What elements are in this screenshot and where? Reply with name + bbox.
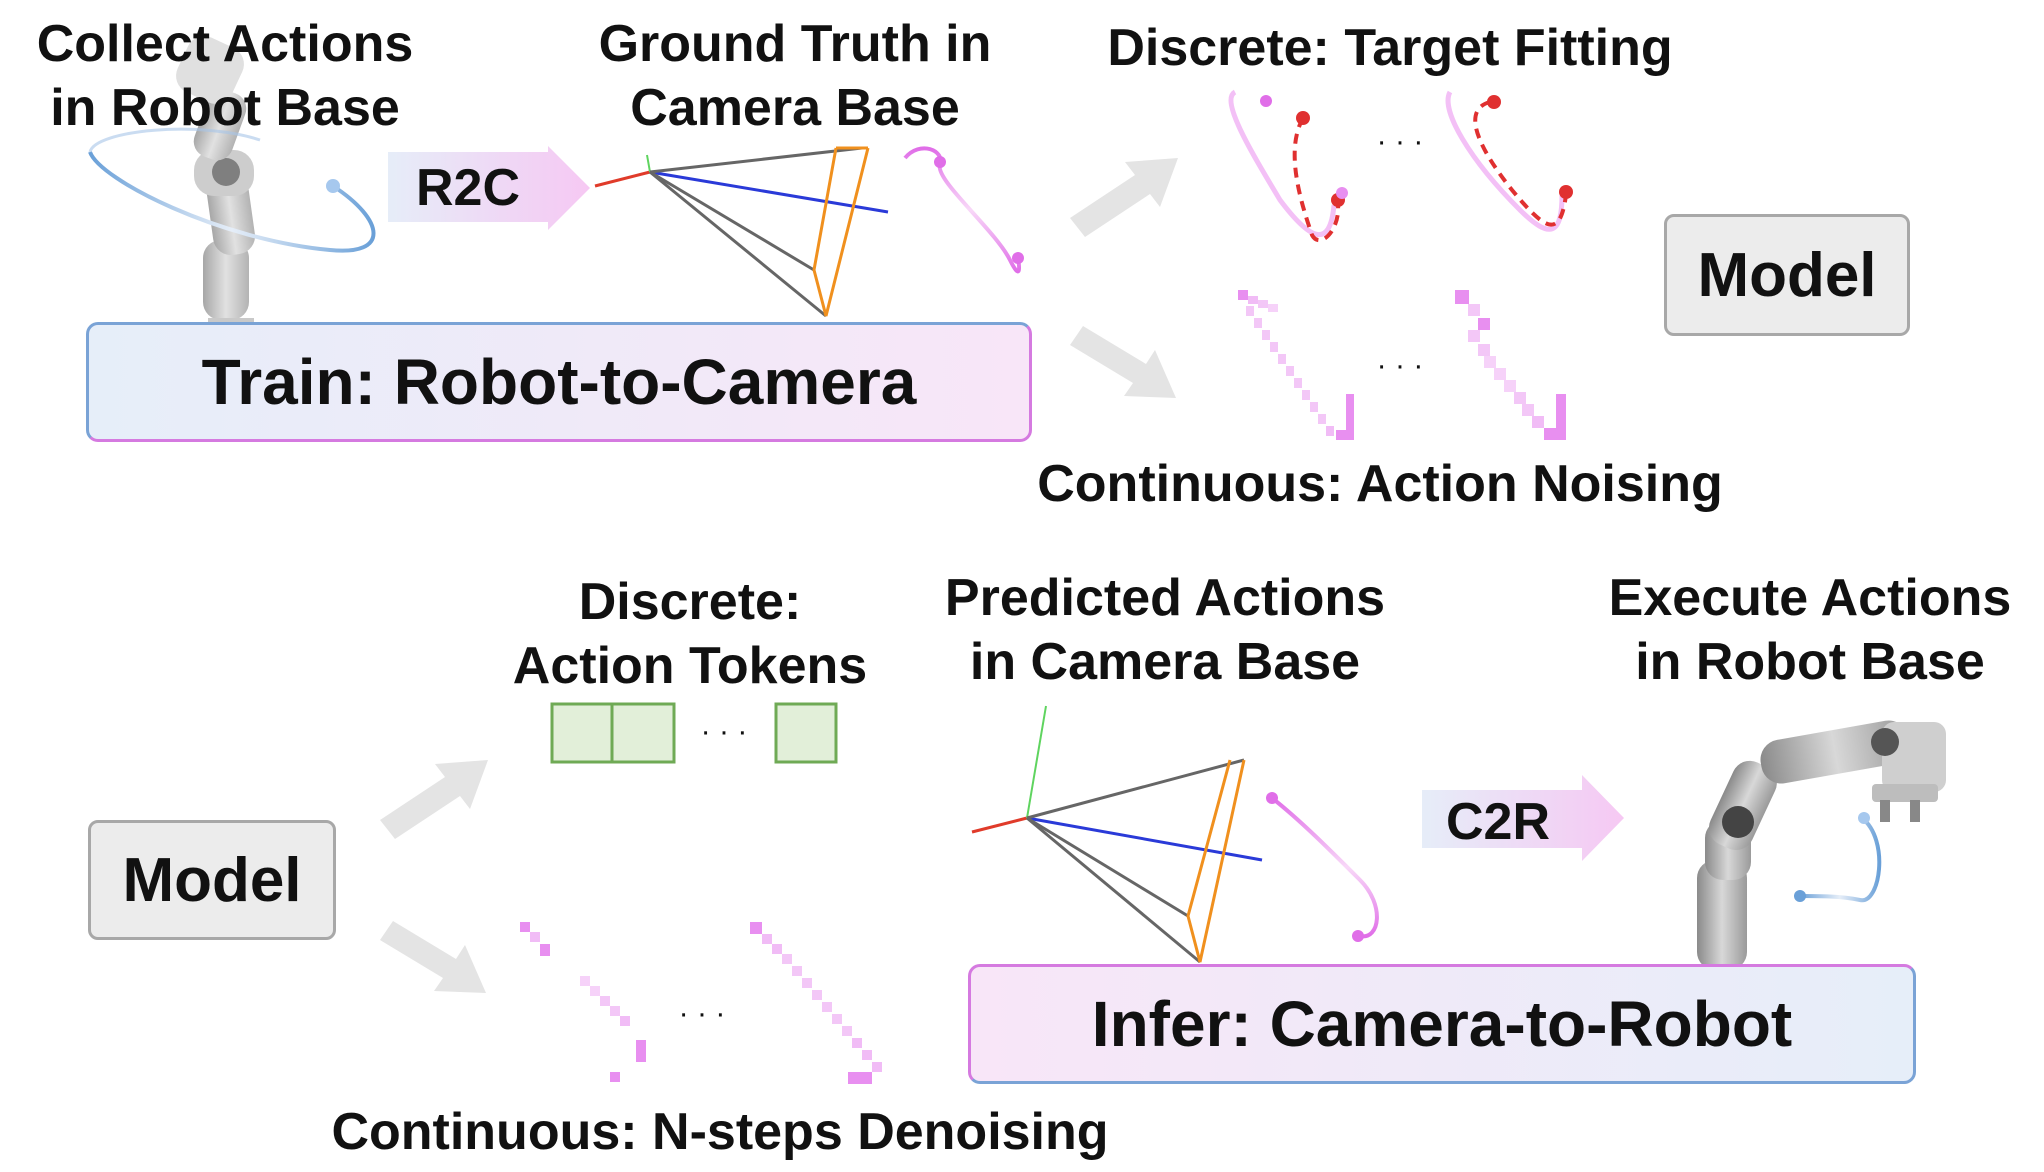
execute-actions-line1: Execute Actions — [1608, 569, 2012, 627]
predicted-actions-label: Predicted Actions in Camera Base — [920, 566, 1410, 694]
action-token-1 — [550, 702, 614, 764]
model-box-bottom: Model — [88, 820, 336, 940]
train-banner: Train: Robot-to-Camera — [86, 322, 1032, 442]
fan-arrows-top — [1070, 158, 1178, 398]
collect-actions-line2: in Robot Base — [50, 79, 400, 137]
camera-frame-bottom — [971, 705, 1263, 964]
target-fitting-trajectory-2 — [1445, 90, 1573, 232]
collect-actions-line1: Collect Actions — [36, 15, 414, 73]
discrete-tokens-line1: Discrete: — [578, 573, 802, 631]
discrete-tokens-label: Discrete: Action Tokens — [490, 570, 890, 698]
continuous-noising-label: Continuous: Action Noising — [1037, 455, 1723, 513]
noised-trajectory-1 — [1238, 290, 1354, 440]
ellipsis-denoise: · · · — [678, 997, 726, 1030]
model-box-top: Model — [1664, 214, 1910, 336]
execute-actions-line2: in Robot Base — [1635, 633, 1985, 691]
robot-base-trajectory-bottom — [1794, 812, 1882, 903]
predicted-actions-line1: Predicted Actions — [944, 569, 1386, 627]
discrete-target-label: Discrete: Target Fitting — [1107, 19, 1673, 77]
ground-truth-label: Ground Truth in Camera Base — [575, 12, 1015, 140]
action-token-n — [774, 702, 838, 764]
denoising-trajectory-1 — [520, 922, 646, 1082]
robot-arm-icon-bottom — [1697, 720, 1946, 970]
noised-trajectory-2 — [1455, 290, 1566, 440]
denoising-trajectory-2 — [750, 922, 882, 1084]
camera-frame-top — [594, 146, 889, 318]
ellipsis-tokens: · · · — [700, 715, 748, 748]
continuous-denoising-label: Continuous: N-steps Denoising — [331, 1103, 1109, 1161]
camera-base-trajectory-top — [903, 146, 1024, 274]
target-fitting-trajectory-1 — [1228, 89, 1348, 243]
c2r-arrow — [1422, 775, 1624, 861]
ellipsis-top-2: · · · — [1376, 349, 1424, 382]
action-tokens — [550, 702, 838, 764]
r2c-label: R2C — [416, 159, 521, 217]
robot-base-trajectory — [88, 127, 376, 253]
discrete-tokens-line2: Action Tokens — [512, 637, 868, 695]
ground-truth-line2: Camera Base — [630, 79, 960, 137]
ellipsis-top-1: · · · — [1376, 125, 1424, 158]
r2c-arrow — [388, 146, 590, 230]
c2r-label: C2R — [1446, 793, 1551, 851]
predicted-actions-line2: in Camera Base — [969, 633, 1361, 691]
ground-truth-line1: Ground Truth in — [598, 15, 992, 73]
fan-arrows-bottom — [380, 760, 488, 993]
collect-actions-label: Collect Actions in Robot Base — [10, 12, 440, 140]
infer-banner: Infer: Camera-to-Robot — [968, 964, 1916, 1084]
execute-actions-label: Execute Actions in Robot Base — [1590, 566, 2030, 694]
action-token-2 — [610, 702, 676, 764]
predicted-trajectory — [1266, 792, 1379, 942]
